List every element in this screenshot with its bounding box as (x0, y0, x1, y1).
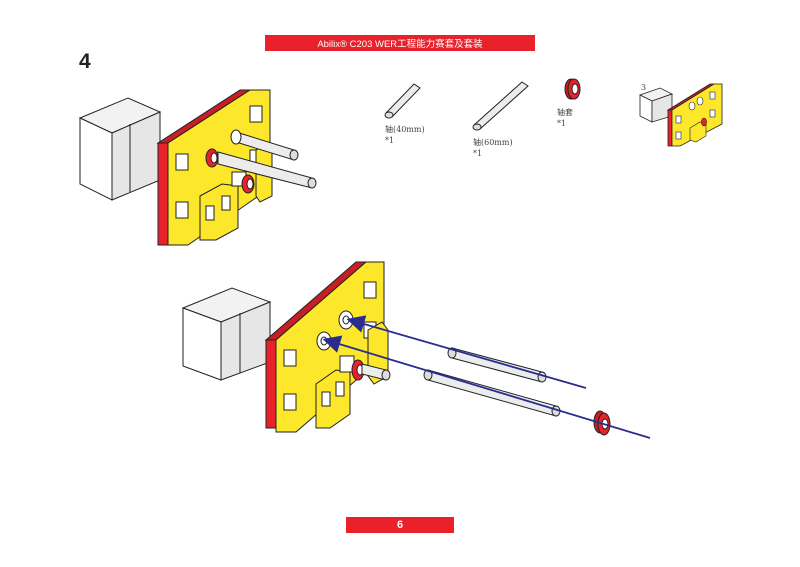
part-axle-40mm-label: 轴(40mm) *1 (385, 124, 425, 146)
shaft-collar-right (231, 171, 255, 194)
part-shaft-collar-graphic (564, 78, 581, 100)
shaft-collar-left (205, 148, 219, 168)
part-axle-40mm-qty: *1 (385, 136, 395, 145)
exploded-module-bottom (181, 261, 651, 439)
preview-ref-number: 3 (641, 83, 647, 92)
axle-upper (230, 129, 299, 161)
part-axle-60mm-name: 轴(60mm) (473, 138, 513, 147)
part-shaft-collar-name: 轴套 (557, 108, 573, 117)
part-axle-60mm-qty: *1 (473, 149, 483, 158)
page-number: 6 (396, 519, 404, 531)
part-axle-40mm-name: 轴(40mm) (385, 125, 425, 134)
step-number: 4 (79, 50, 91, 73)
page-number-bar: 6 (346, 517, 454, 533)
part-shaft-collar-qty: *1 (557, 119, 567, 128)
header-title-bar: Abilix® C203 WER工程能力赛套及套装 (265, 35, 535, 51)
assembly-arrow-lower (322, 335, 651, 439)
assembled-module-top (78, 89, 317, 246)
gear-stub (339, 355, 391, 381)
motor-body (78, 97, 162, 201)
part-axle-60mm-graphic (472, 81, 529, 131)
header-title: Abilix® C203 WER工程能力赛套及套装 (317, 39, 483, 50)
part-shaft-collar-label: 轴套 *1 (557, 107, 573, 129)
motor-body-bottom (181, 287, 272, 381)
part-axle-60mm-label: 轴(60mm) *1 (473, 137, 513, 159)
part-axle-40mm-graphic (384, 83, 421, 119)
assembly-arrow-upper (346, 315, 587, 389)
preview-thumbnail (638, 83, 723, 147)
bracket-bottom (315, 321, 389, 429)
axle-long (217, 151, 317, 189)
